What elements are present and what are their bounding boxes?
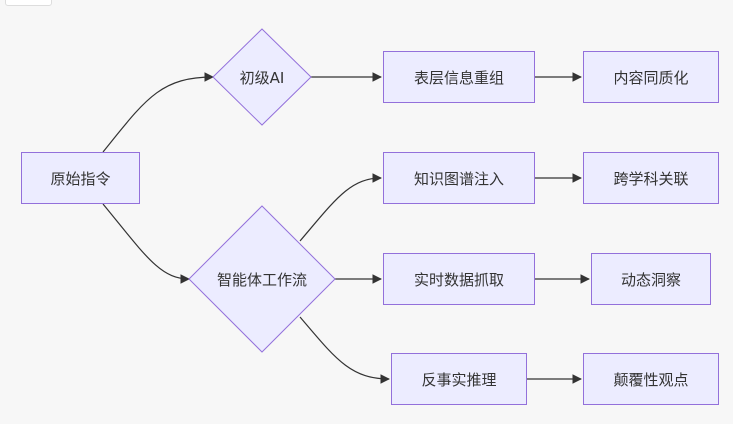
node-cross-domain-label: 跨学科关联 bbox=[613, 169, 689, 188]
edge-origin-to-agent-workflow bbox=[102, 203, 190, 284]
node-dynamic-insight-label: 动态洞察 bbox=[620, 270, 681, 289]
node-agent-workflow: 智能体工作流 bbox=[188, 205, 336, 353]
edge-agent-to-knowledge-graph bbox=[299, 173, 382, 242]
node-disruptive-view-label: 颠覆性观点 bbox=[613, 370, 689, 389]
node-knowledge-graph-label: 知识图谱注入 bbox=[413, 169, 504, 188]
node-basic-ai: 初级AI bbox=[212, 28, 312, 126]
node-homogenization-label: 内容同质化 bbox=[613, 68, 689, 87]
node-realtime-data-label: 实时数据抓取 bbox=[413, 270, 504, 289]
node-origin-label: 原始指令 bbox=[50, 169, 111, 188]
node-surface-reorg-label: 表层信息重组 bbox=[413, 68, 504, 87]
node-origin: 原始指令 bbox=[21, 152, 140, 204]
node-surface-reorg: 表层信息重组 bbox=[383, 51, 535, 103]
node-agent-workflow-label: 智能体工作流 bbox=[216, 270, 307, 289]
top-edge-fragment bbox=[5, 0, 52, 6]
node-cross-domain: 跨学科关联 bbox=[583, 152, 719, 204]
edge-agent-to-counterfactual bbox=[299, 316, 390, 384]
node-basic-ai-label: 初级AI bbox=[239, 68, 285, 87]
node-knowledge-graph: 知识图谱注入 bbox=[383, 152, 535, 204]
node-disruptive-view: 颠覆性观点 bbox=[583, 353, 719, 405]
node-realtime-data: 实时数据抓取 bbox=[383, 253, 535, 305]
node-counterfactual-label: 反事实推理 bbox=[421, 370, 497, 389]
node-dynamic-insight: 动态洞察 bbox=[591, 253, 711, 305]
node-counterfactual: 反事实推理 bbox=[391, 353, 527, 405]
edge-origin-to-basic-ai bbox=[102, 72, 214, 153]
node-homogenization: 内容同质化 bbox=[583, 51, 719, 103]
